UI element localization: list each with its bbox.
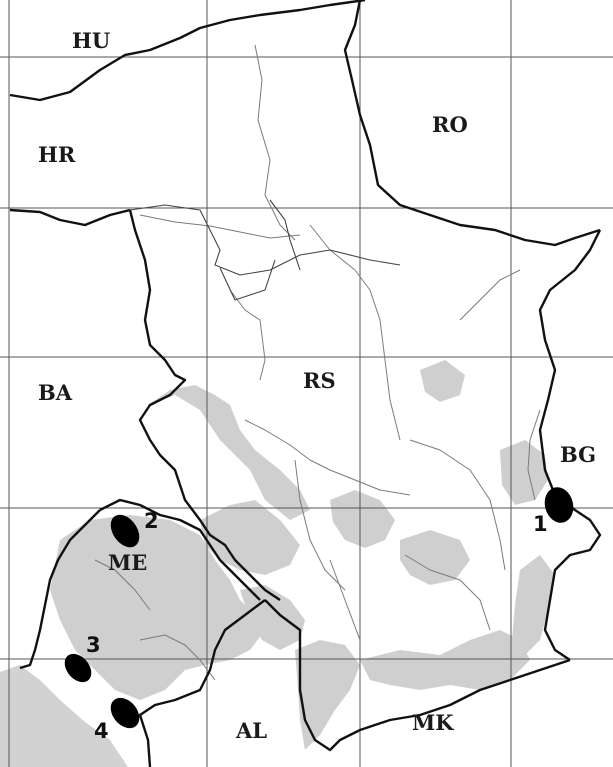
- river: [409, 439, 506, 571]
- site-marker-4: [110, 697, 140, 729]
- regional-border: [219, 259, 276, 301]
- country-label-ro: RO: [432, 112, 468, 137]
- highland-area: [175, 570, 210, 640]
- country-label-ba: BA: [38, 380, 73, 405]
- highland-area: [330, 490, 395, 548]
- highland-area: [400, 530, 470, 585]
- national-borders: [9, 0, 602, 767]
- highland-area: [295, 640, 360, 750]
- highland-area: [500, 440, 548, 505]
- river: [459, 269, 521, 321]
- country-label-hr: HR: [38, 142, 76, 167]
- river: [329, 559, 361, 641]
- national-border: [264, 599, 571, 752]
- highland-area: [512, 555, 555, 655]
- site-markers: [64, 487, 574, 729]
- river: [527, 409, 541, 501]
- country-label-rs: RS: [303, 368, 336, 393]
- river: [244, 419, 411, 496]
- national-border: [99, 498, 261, 601]
- highland-area: [50, 515, 265, 700]
- country-label-hu: HU: [72, 28, 110, 53]
- site-label-1: 1: [533, 512, 548, 536]
- river: [139, 634, 216, 681]
- river: [309, 224, 401, 441]
- river: [404, 554, 491, 631]
- regional-borders: [129, 199, 401, 301]
- country-label-bg: BG: [560, 442, 596, 467]
- national-border: [9, 208, 131, 227]
- highland-area: [200, 500, 300, 575]
- river: [229, 289, 266, 381]
- site-labels: 1 2 3 4: [86, 509, 548, 743]
- rivers: [94, 44, 541, 681]
- river: [94, 559, 151, 611]
- highland-area: [360, 630, 530, 690]
- national-border: [138, 599, 266, 767]
- site-marker-1: [544, 487, 574, 523]
- highland-areas: [50, 360, 555, 750]
- site-label-4: 4: [94, 719, 109, 743]
- country-label-al: AL: [235, 718, 267, 743]
- highland-area: [420, 360, 465, 402]
- country-label-me: ME: [108, 550, 147, 575]
- national-border: [19, 509, 101, 670]
- highland-area: [148, 385, 310, 520]
- site-marker-2: [110, 514, 140, 548]
- national-border: [128, 209, 281, 601]
- river: [294, 459, 346, 591]
- site-label-3: 3: [86, 633, 101, 657]
- national-border: [9, 0, 366, 102]
- regional-border: [129, 204, 401, 276]
- country-label-mk: MK: [412, 710, 454, 735]
- regional-border: [269, 199, 301, 271]
- highland-area: [240, 585, 305, 650]
- river: [139, 214, 301, 239]
- national-border: [343, 0, 601, 247]
- country-labels: HU HR RO BA RS BG ME AL MK: [38, 28, 596, 743]
- site-marker-3: [64, 653, 92, 683]
- site-label-2: 2: [144, 509, 159, 533]
- adriatic-sea: [0, 665, 128, 767]
- river: [254, 44, 296, 241]
